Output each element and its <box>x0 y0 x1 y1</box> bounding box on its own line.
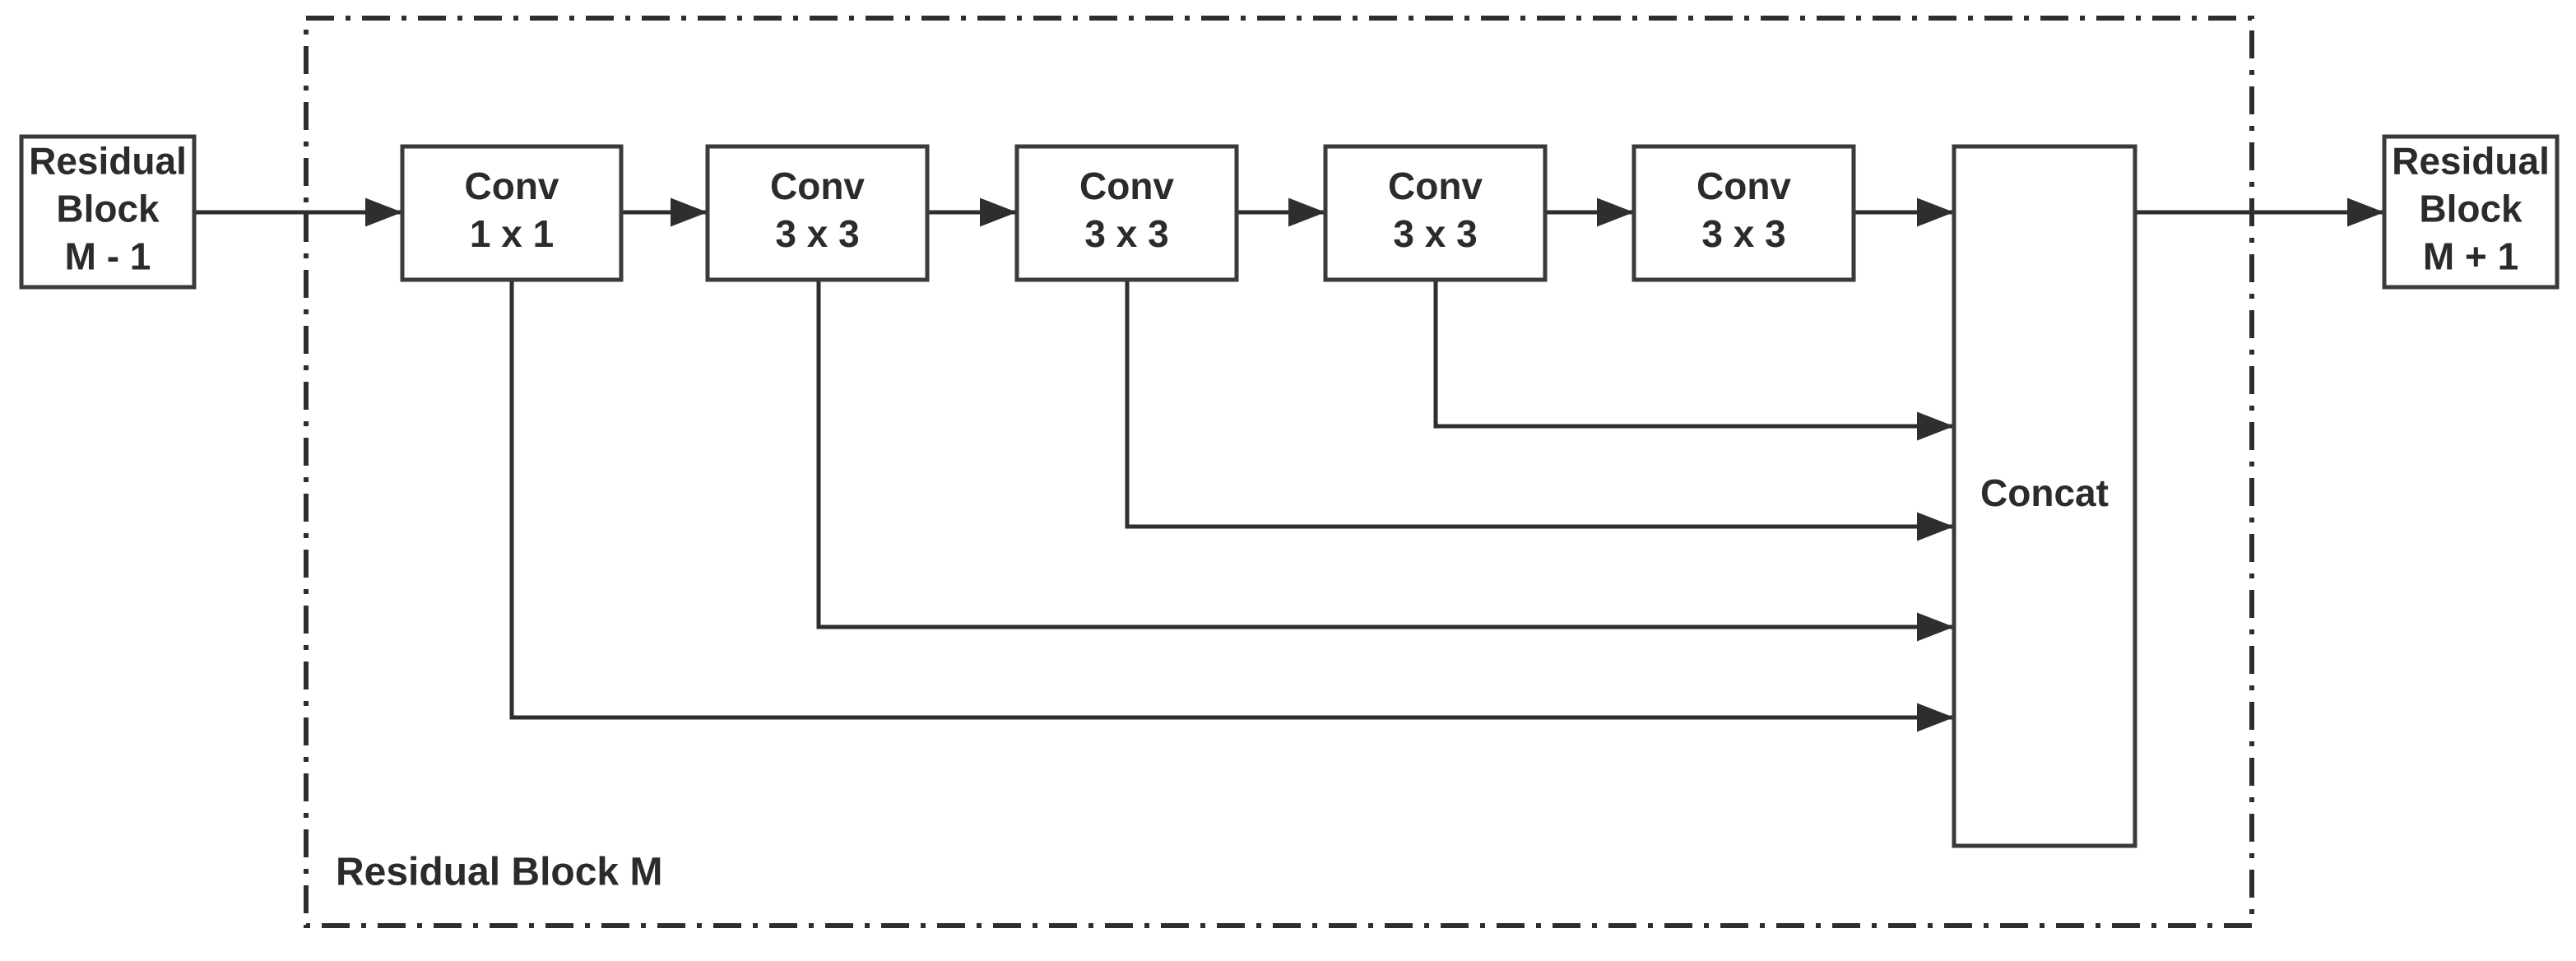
conv-4-node: Conv 3 x 3 <box>1323 144 1548 282</box>
residual-block-group-border <box>304 16 2254 928</box>
conv-5-label-0: Conv <box>1696 165 1791 207</box>
conv-2-label-0: Conv <box>770 165 865 207</box>
concat-node: Concat <box>1952 144 2137 848</box>
conv-3-label-1: 3 x 3 <box>1084 212 1168 255</box>
conv-1-label-1: 1 x 1 <box>470 212 554 255</box>
conv-4-label-0: Conv <box>1388 165 1483 207</box>
residual-block-next-label-0: Residual <box>2392 140 2550 183</box>
conv-3-box <box>1014 144 1239 282</box>
skip-conv-4-to-concat <box>1433 280 1954 441</box>
conv-1-node: Conv 1 x 1 <box>400 144 624 282</box>
skip-conv-1-to-concat <box>509 280 1954 732</box>
residual-block-prev-box <box>19 134 197 290</box>
residual-block-prev-label-2: M - 1 <box>65 235 151 278</box>
residual-block-prev-label-0: Residual <box>29 140 187 183</box>
conv-4-label-1: 3 x 3 <box>1393 212 1477 255</box>
residual-block-group-label: Residual Block M <box>336 851 662 894</box>
conv-3-node: Conv 3 x 3 <box>1014 144 1239 282</box>
residual-block-next-label-1: Block <box>2419 188 2523 230</box>
connection-lines-layer <box>194 197 2384 732</box>
conv-1-box <box>400 144 624 282</box>
residual-block-prev-label-1: Block <box>56 188 160 230</box>
residual-block-next-label-2: M + 1 <box>2423 235 2518 278</box>
conv-1-label-0: Conv <box>465 165 559 207</box>
conv-3-label-0: Conv <box>1079 165 1174 207</box>
conv-5-node: Conv 3 x 3 <box>1631 144 1856 282</box>
conv-5-label-1: 3 x 3 <box>1701 212 1785 255</box>
conv-4-box <box>1323 144 1548 282</box>
concat-label: Concat <box>1980 471 2109 514</box>
skip-conv-3-to-concat <box>1125 280 1954 541</box>
conv-2-label-1: 3 x 3 <box>775 212 859 255</box>
skip-conv-2-to-concat <box>816 280 1954 642</box>
conv-2-node: Conv 3 x 3 <box>705 144 930 282</box>
residual-block-next-box <box>2382 134 2560 290</box>
concat-box <box>1952 144 2137 848</box>
conv-2-box <box>705 144 930 282</box>
conv-5-box <box>1631 144 1856 282</box>
